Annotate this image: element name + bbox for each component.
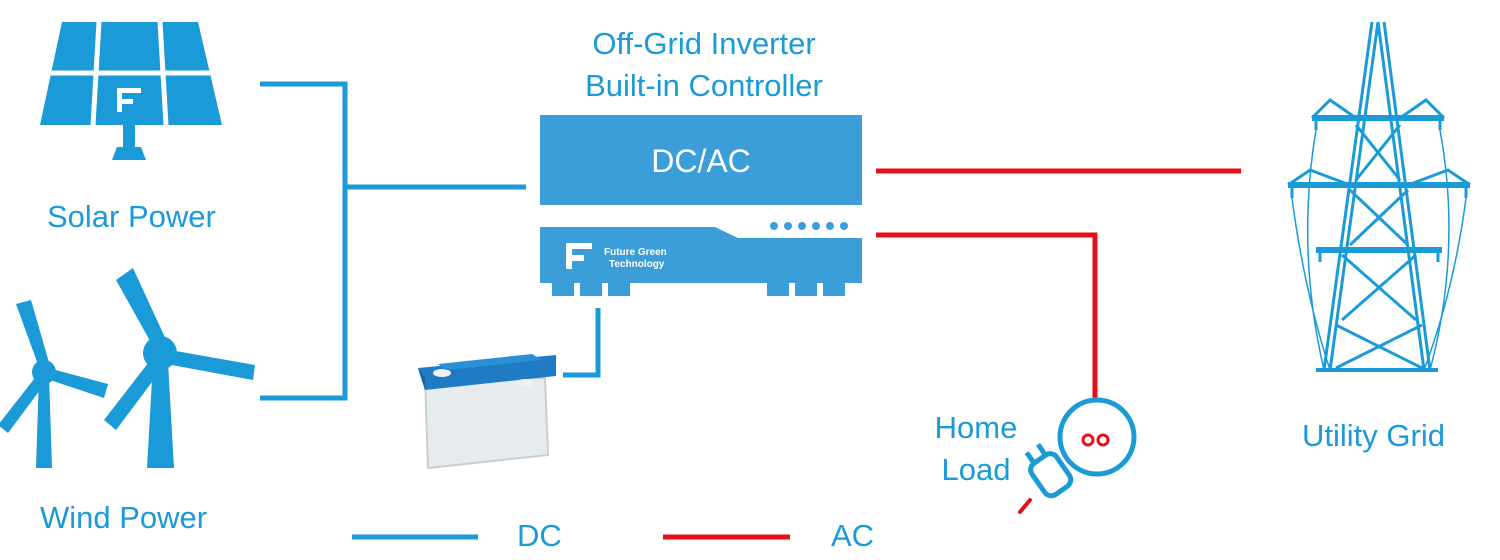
wind-power-label: Wind Power bbox=[40, 500, 208, 535]
solar-power-label: Solar Power bbox=[47, 199, 216, 234]
plug-icon bbox=[1018, 397, 1137, 514]
inverter-base bbox=[540, 227, 862, 283]
battery-icon bbox=[418, 354, 556, 470]
legend-ac-label: AC bbox=[831, 518, 875, 553]
dc-wiring bbox=[260, 81, 601, 401]
indicator-leds bbox=[770, 222, 848, 230]
wind-turbine-icon bbox=[0, 268, 255, 468]
inverter-terminals bbox=[552, 283, 845, 296]
utility-grid-label: Utility Grid bbox=[1302, 418, 1445, 453]
inverter-title-line1: Off-Grid Inverter bbox=[592, 26, 816, 61]
inverter-title-line2: Built-in Controller bbox=[585, 68, 823, 103]
ac-wiring bbox=[876, 168, 1241, 398]
home-load-label-line1: Home bbox=[934, 410, 1018, 445]
solar-panel-icon bbox=[40, 21, 222, 160]
legend-dc-label: DC bbox=[517, 518, 562, 553]
inverter-unit bbox=[540, 115, 862, 296]
brand-name-line2: Technology bbox=[609, 259, 665, 270]
dc-ac-block bbox=[540, 115, 862, 205]
transmission-tower-icon bbox=[1287, 21, 1471, 372]
home-load-label-line2: Load bbox=[941, 452, 1011, 487]
brand-name-line1: Future Green bbox=[604, 247, 667, 258]
dc-ac-label: DC/AC bbox=[651, 143, 751, 179]
brand-logo-icon bbox=[566, 243, 592, 269]
